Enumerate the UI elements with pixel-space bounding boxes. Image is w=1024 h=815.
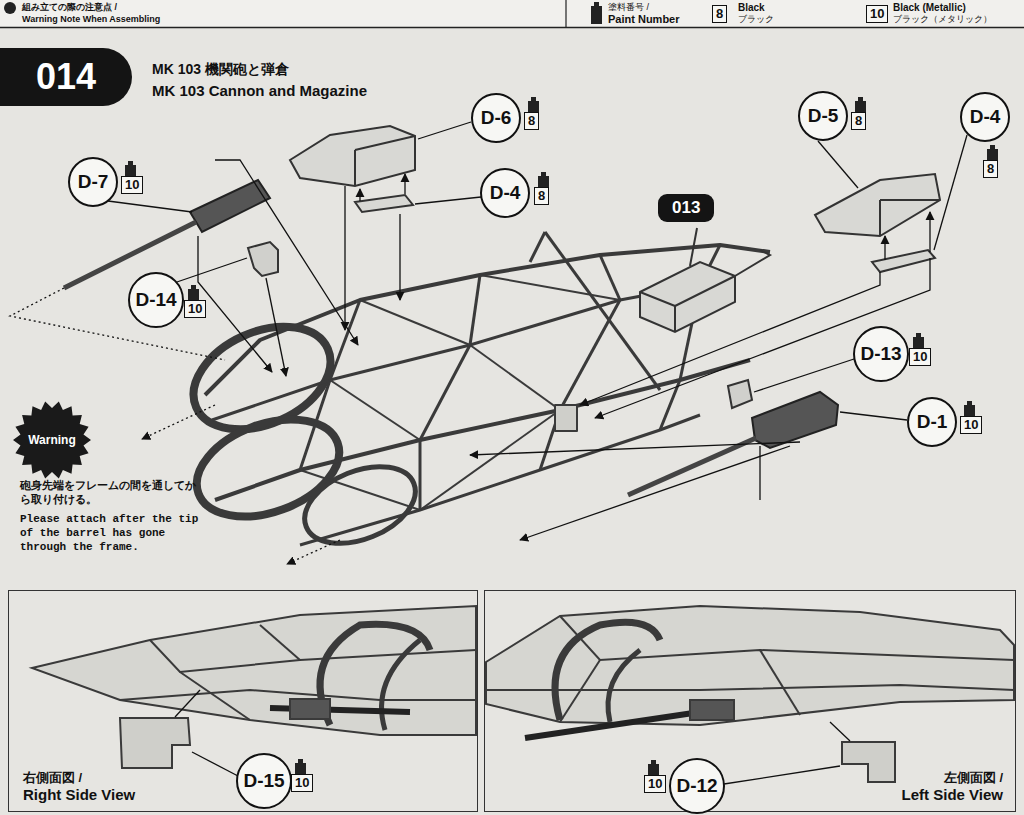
paint-number: 10 [184,300,206,318]
paint-number: 8 [534,187,549,205]
label-holder: 10 [184,300,206,318]
right-side-view-drawing [32,606,476,776]
label-holder: 砲身先端をフレームの間を通してから取り付ける。 [20,478,205,506]
view-name: Left Side View [902,786,1003,804]
callout-circle: D-7 [68,157,118,207]
callout-circle: D-12 [669,758,725,814]
reference-step-box: 013 [658,194,714,222]
label-text: Black (Metallic) [893,1,966,14]
label-holder: ブラック [738,13,774,25]
paint-number: 10 [644,775,666,793]
title-holder: MK 103 機関砲と弾倉 [152,61,289,78]
header-icon [4,2,16,14]
warning-burst: Warning [12,400,92,480]
label-text: Paint Number [608,12,680,26]
panel-heading-holder: 右側面図 /Right Side View [23,769,135,804]
leader-lines [10,122,967,564]
cannon-drawing [64,180,838,495]
label-holder: 10 [866,5,888,23]
label-holder: Warning Note When Assembling [22,13,160,25]
paint-number: 8 [524,112,539,130]
callout-number: D-1 [917,411,948,433]
label-holder: 8 [983,160,998,178]
label-holder: 10 [291,774,313,792]
view-name: Right Side View [23,786,135,804]
label-text: ブラック [738,13,774,25]
callout-number: D-4 [970,106,1001,128]
header-divider [565,0,566,27]
warning-word: Warning [28,433,76,447]
paint-number: 10 [909,348,931,366]
paint-number: 8 [712,5,727,23]
label-holder: 塗料番号 / [608,1,649,13]
side-view-panel: 右側面図 /Right Side View D-15 [8,590,478,812]
callout-circle: D-1 [907,397,957,447]
side-view-panel: 左側面図 /Left Side View D-12 [484,590,1016,812]
callout-number: D-6 [481,107,512,129]
paint-number: 10 [960,416,982,434]
label-holder: MK 103 Cannon and Magazine [152,81,367,101]
label-holder: Black (Metallic) [893,1,966,14]
reference-step-number: 013 [672,198,700,218]
step-title: MK 103 機関砲と弾倉 [152,61,289,78]
label-holder: 10 [960,416,982,434]
callout-number: D-15 [243,770,284,792]
paint-number: 10 [291,774,313,792]
step-number: 014 [36,57,96,97]
label-holder: 10 [644,775,666,793]
label-text: 組み立ての際の注意点 / [22,1,117,13]
cover-parts [290,126,940,272]
label-holder: 8 [851,112,866,130]
label-holder: 10 [121,176,143,194]
label-holder: 組み立ての際の注意点 / [22,1,117,13]
label-holder: 8 [712,5,727,23]
label-holder: 10 [909,348,931,366]
label-text: Black [738,1,765,14]
callout-number: D-4 [490,182,521,204]
paint-bottle-icon [591,2,602,24]
label-holder: Black [738,1,765,14]
callout-circle: D-6 [471,93,521,143]
panel-heading-holder: 左側面図 /Left Side View [902,769,1003,804]
paint-number: 10 [866,5,888,23]
callout-number: D-12 [676,775,717,797]
label-holder: Paint Number [608,12,680,26]
callout-number: D-14 [135,289,176,311]
label-text: MK 103 Cannon and Magazine [152,81,367,101]
view-name-japanese: 左側面図 / [902,769,1003,786]
callout-circle: D-14 [128,272,184,328]
paint-number: 10 [121,176,143,194]
callout-circle: D-13 [853,326,909,382]
label-holder: 8 [534,187,549,205]
magazine-drawing [640,228,770,332]
label-text: ブラック（メタリック） [893,13,992,25]
header-band [0,0,1024,27]
callout-number: D-7 [78,171,109,193]
paint-number: 8 [983,160,998,178]
warning-note: 砲身先端をフレームの間を通してから取り付ける。 [20,478,205,506]
label-text: Warning Note When Assembling [22,13,160,25]
label-holder: 8 [524,112,539,130]
paint-number: 8 [851,112,866,130]
view-name-japanese: 右側面図 / [23,769,135,786]
header-rule [0,27,1024,29]
label-text: 塗料番号 / [608,1,649,13]
callout-number: D-13 [860,343,901,365]
step-number-box: 014 [0,48,132,106]
label-holder: ブラック（メタリック） [893,13,992,25]
callout-circle: D-15 [236,753,292,809]
callout-number: D-5 [808,105,839,127]
frame-drawing [178,232,770,558]
warning-note: Please attach after the tip of the barre… [20,512,200,554]
callout-circle: D-4 [960,92,1010,142]
callout-circle: D-4 [480,168,530,218]
label-holder: Please attach after the tip of the barre… [20,512,200,554]
left-side-view-drawing [486,606,1014,784]
callout-circle: D-5 [798,91,848,141]
